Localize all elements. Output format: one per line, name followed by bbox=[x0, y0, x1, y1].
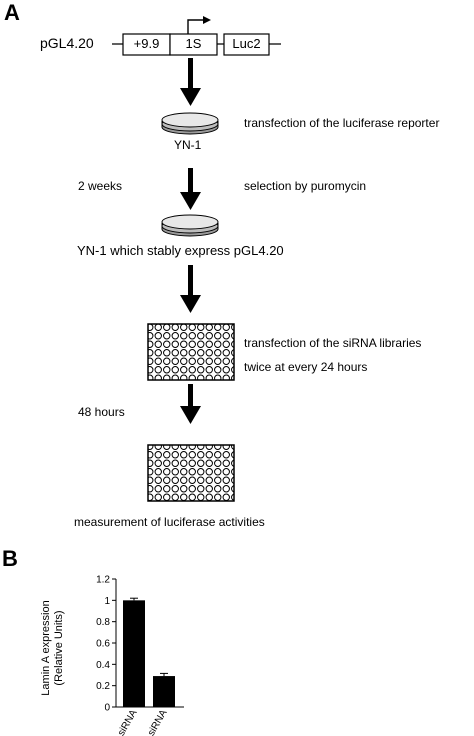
construct-segment-box bbox=[223, 33, 270, 56]
segment-label: 1S bbox=[185, 36, 202, 51]
culture-dish bbox=[161, 112, 219, 135]
category-label: PC siRNA bbox=[138, 708, 170, 736]
step-description: twice at every 24 hours bbox=[244, 360, 368, 374]
well-plate bbox=[147, 444, 235, 502]
duration-label: 48 hours bbox=[78, 405, 125, 419]
tss-arrow bbox=[187, 19, 203, 34]
well-plate bbox=[147, 323, 235, 381]
construct-name: pGL4.20 bbox=[40, 35, 94, 51]
y-tick-label: 0.8 bbox=[96, 617, 110, 628]
category-label: NC siRNA bbox=[107, 708, 139, 736]
culture-dish bbox=[161, 214, 219, 237]
final-step-label: measurement of luciferase activities bbox=[74, 515, 265, 529]
y-tick-label: 0 bbox=[104, 703, 110, 714]
flow-arrow bbox=[180, 265, 201, 313]
y-tick-label: 1 bbox=[104, 596, 110, 607]
y-tick-label: 0.2 bbox=[96, 681, 110, 692]
step-description: selection by puromycin bbox=[244, 179, 367, 193]
tss-arrow-head bbox=[203, 16, 211, 24]
flow-arrow bbox=[180, 168, 201, 210]
panel-b-label: B bbox=[2, 546, 18, 571]
construct-segment-box bbox=[169, 33, 218, 56]
step-description: transfection of the siRNA libraries bbox=[244, 336, 422, 350]
y-tick-label: 0.6 bbox=[96, 639, 110, 650]
step-description: transfection of the luciferase reporter bbox=[244, 116, 440, 130]
segment-label: Luc2 bbox=[232, 36, 261, 51]
bar bbox=[123, 600, 145, 707]
bar bbox=[153, 676, 175, 707]
flow-arrow bbox=[180, 58, 201, 106]
y-tick-label: 1.2 bbox=[96, 575, 110, 586]
dish-label: YN-1 bbox=[174, 138, 202, 152]
y-tick-label: 0.4 bbox=[96, 660, 110, 671]
panel-a-label: A bbox=[4, 0, 20, 25]
duration-label: 2 weeks bbox=[78, 179, 123, 193]
segment-label: +9.9 bbox=[133, 36, 160, 51]
dish-label: YN-1 which stably express pGL4.20 bbox=[77, 243, 284, 258]
flow-arrow bbox=[180, 384, 201, 424]
